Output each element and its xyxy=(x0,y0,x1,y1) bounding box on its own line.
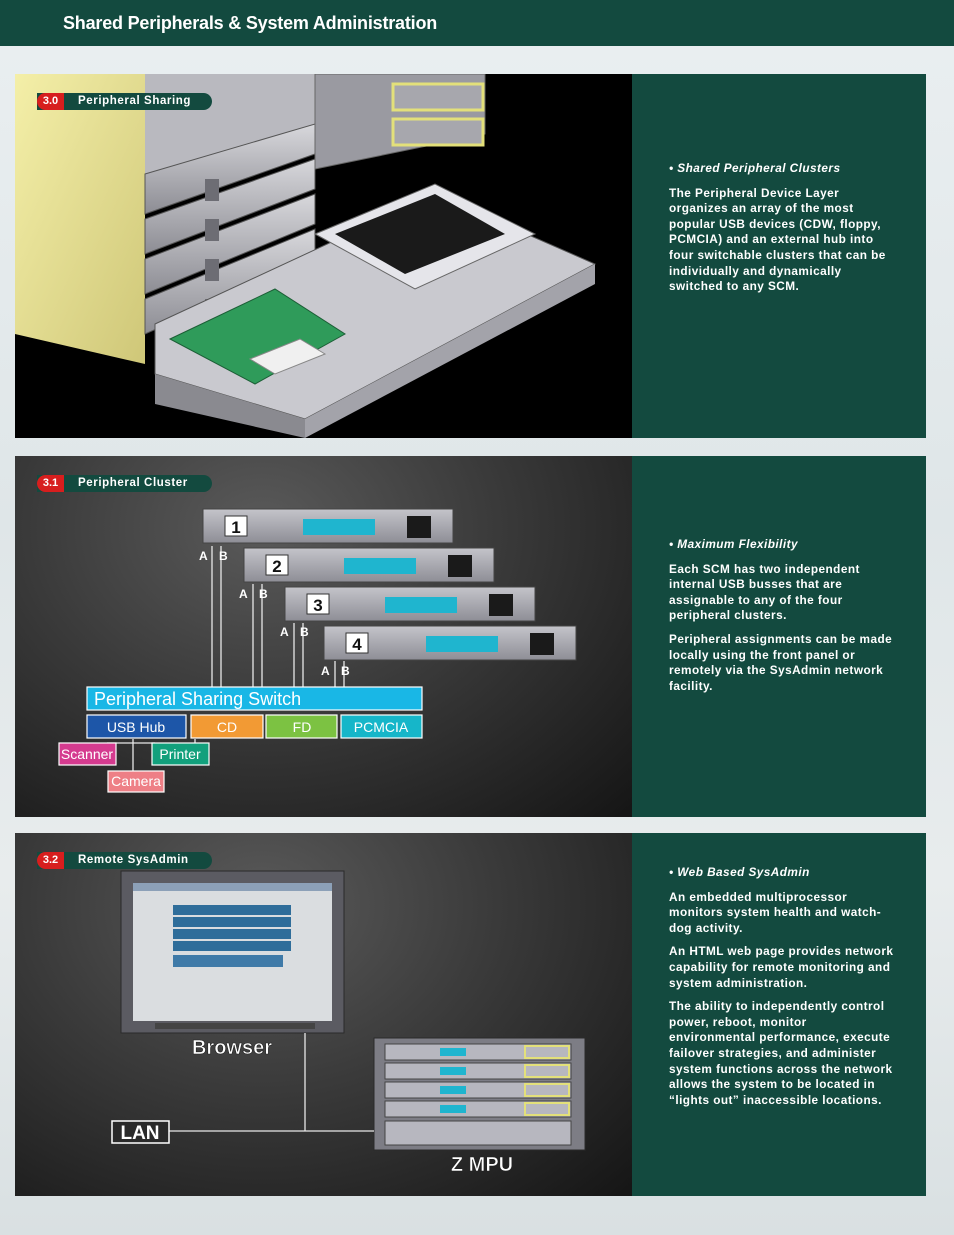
port-pcmcia xyxy=(340,714,423,739)
bus-a-label: A xyxy=(239,587,248,601)
paragraph: An HTML web page provides network capabi… xyxy=(669,944,894,990)
paragraph: The Peripheral Device Layer organizes an… xyxy=(669,185,886,294)
bus-a-label: A xyxy=(199,549,208,563)
section-description: • Shared Peripheral Clusters The Periphe… xyxy=(632,74,926,438)
section-label: Remote SysAdmin xyxy=(78,854,189,866)
port-label: CD xyxy=(217,719,237,735)
section-label: Peripheral Sharing xyxy=(78,95,192,107)
scm-unit-2: 2 xyxy=(243,547,495,583)
scm-unit-4: 4 xyxy=(323,625,577,661)
bus-b-label: B xyxy=(341,664,350,678)
sharing-switch-label: Peripheral Sharing Switch xyxy=(94,689,301,709)
sysadmin-drawing: LAN Browser Z MPU xyxy=(111,870,586,1176)
port-label: FD xyxy=(293,719,312,735)
section-tab: 3.2 Remote SysAdmin xyxy=(37,852,212,869)
bus-b-label: B xyxy=(259,587,268,601)
port-cd xyxy=(190,714,264,739)
scm-unit-1: 1 xyxy=(202,508,454,544)
paragraph: Peripheral assignments can be made local… xyxy=(669,631,893,693)
bus-b-label: B xyxy=(300,625,309,639)
unit-number: 4 xyxy=(352,635,362,654)
paragraph: The ability to independently control pow… xyxy=(669,999,893,1107)
device-printer xyxy=(151,742,210,766)
device-scanner xyxy=(58,742,117,766)
device-label: Scanner xyxy=(61,746,113,762)
bullet-heading: • Shared Peripheral Clusters xyxy=(669,161,841,175)
device-label: Printer xyxy=(159,746,201,762)
lan-label: LAN xyxy=(120,1123,159,1144)
section-tab: 3.0 Peripheral Sharing xyxy=(37,93,212,110)
paragraph: An embedded multiprocessor monitors syst… xyxy=(669,889,882,935)
bus-a-label: A xyxy=(321,664,330,678)
cluster-diagram: 1 2 3 4 xyxy=(15,456,632,817)
mpu-rack xyxy=(373,1037,586,1151)
bullet-heading: • Maximum Flexibility xyxy=(669,537,798,551)
section-number: 3.0 xyxy=(37,93,64,110)
section-number: 3.1 xyxy=(37,475,64,492)
bus-b-label: B xyxy=(219,549,228,563)
browser-label: Browser xyxy=(192,1037,272,1059)
section-remote-sysadmin: LAN Browser Z MPU 3.2 Remote SysAdmin • … xyxy=(15,833,926,1196)
cluster-drawing: 1 2 3 4 xyxy=(58,508,577,793)
mpu-label: Z MPU xyxy=(451,1154,513,1176)
browser-monitor xyxy=(120,870,345,1034)
page-title: Shared Peripherals & System Administrati… xyxy=(63,13,438,33)
device-camera xyxy=(107,770,165,793)
port-usb-hub xyxy=(86,714,187,739)
port-fd xyxy=(265,714,338,739)
unit-number: 2 xyxy=(272,557,281,576)
bullet-heading: • Web Based SysAdmin xyxy=(669,865,810,879)
port-label: USB Hub xyxy=(107,719,166,735)
rack-illustration: 3.0 Peripheral Sharing xyxy=(15,74,632,438)
section-peripheral-cluster: 1 2 3 4 xyxy=(15,456,926,817)
section-description: • Maximum Flexibility Each SCM has two i… xyxy=(632,456,926,817)
scm-unit-3: 3 xyxy=(284,586,536,622)
lan-box xyxy=(111,1120,170,1144)
section-number: 3.2 xyxy=(37,852,64,869)
rack-drawing xyxy=(15,74,597,438)
section-tab: 3.1 Peripheral Cluster xyxy=(37,475,212,492)
section-description: • Web Based SysAdmin An embedded multipr… xyxy=(632,833,926,1196)
paragraph: Each SCM has two independent internal US… xyxy=(669,561,860,623)
page-header: Shared Peripherals & System Administrati… xyxy=(0,0,954,46)
section-peripheral-sharing: 3.0 Peripheral Sharing • Shared Peripher… xyxy=(15,74,926,438)
unit-number: 3 xyxy=(313,596,322,615)
bus-a-label: A xyxy=(280,625,289,639)
port-label: PCMCIA xyxy=(354,719,409,735)
sharing-switch-box xyxy=(86,686,423,711)
unit-number: 1 xyxy=(231,518,240,537)
device-label: Camera xyxy=(111,773,161,789)
section-label: Peripheral Cluster xyxy=(78,477,188,489)
sysadmin-diagram: LAN Browser Z MPU 3.2 Remote SysAdmin xyxy=(15,833,632,1196)
